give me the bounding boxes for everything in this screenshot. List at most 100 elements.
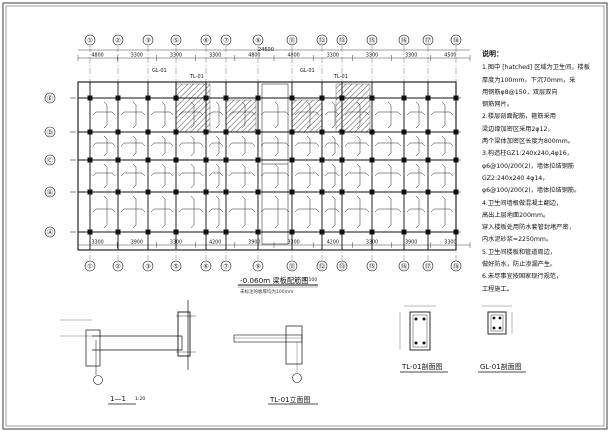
rebar-mark	[241, 101, 246, 129]
column-block	[425, 189, 431, 195]
rebar-mark	[161, 195, 166, 229]
column-block	[319, 95, 325, 101]
section-1-1-title: 1—1	[110, 395, 126, 403]
rebar-mark	[344, 111, 370, 116]
column-block	[453, 95, 459, 101]
grid-bottom-bubble	[316, 260, 328, 272]
column-block	[401, 95, 407, 101]
grid-left-label: Ⓒ	[47, 156, 54, 164]
column-block	[369, 189, 375, 195]
grid-top-label: ①	[87, 36, 93, 44]
column-block	[289, 157, 295, 163]
rebar-mark	[92, 172, 116, 177]
grid-top-label: ②	[115, 36, 121, 44]
rebar-mark	[92, 142, 116, 147]
column-block	[453, 189, 459, 195]
column-block	[87, 129, 93, 135]
rebar-mark	[228, 111, 256, 116]
rebar-mark	[178, 111, 204, 116]
grid-top-bubble	[200, 34, 212, 46]
column-block	[319, 129, 325, 135]
grid-left-bubble	[44, 186, 56, 198]
rebar-mark	[430, 142, 454, 147]
rebar-mark	[178, 208, 204, 213]
rebar-mark	[356, 101, 361, 129]
grid-left-bubble	[44, 154, 56, 166]
rebar-mark	[324, 172, 340, 177]
column-block	[173, 229, 179, 235]
grid-left-label: Ⓑ	[47, 188, 54, 196]
column-block	[203, 129, 209, 135]
column-block	[319, 157, 325, 163]
sheet-inner-border	[5, 5, 605, 427]
rebar-mark	[208, 208, 224, 213]
rebar-mark	[331, 135, 336, 157]
column-block	[145, 157, 151, 163]
notes-line: 厚度为100mm，下沉70mm，采	[482, 76, 576, 84]
grid-top-bubble	[422, 34, 434, 46]
design-notes: 说明： 1.图中 [hatched] 区域为卫生间，楼板厚度为100mm，下沉7…	[482, 48, 606, 296]
dim-bottom-value: 4200	[327, 240, 339, 246]
rebar-mark	[374, 172, 402, 177]
rebar-mark	[260, 208, 290, 213]
rebar-mark	[415, 135, 420, 157]
rebar-mark	[415, 163, 420, 189]
grid-top-bubble	[336, 34, 348, 46]
column-block	[87, 189, 93, 195]
grid-top-label: ⑯	[401, 36, 408, 44]
notes-line: 两个梁体加密区长度为800mm。	[482, 138, 574, 146]
grid-bottom-label: ②	[115, 262, 121, 270]
notes-line: φ6@100/200(2)，墙体拉结钢筋	[482, 162, 574, 170]
plan-title: -0.060m 梁板配筋图	[240, 276, 309, 285]
grid-top-bubble	[112, 34, 124, 46]
notes-line: 钢筋网片。	[482, 101, 513, 109]
rebar-mark	[132, 135, 137, 157]
rebar-mark	[208, 111, 224, 116]
rebar-mark	[190, 163, 195, 189]
dim-top-value: 3300	[366, 53, 378, 59]
rebar-mark	[120, 208, 146, 213]
column-block	[115, 95, 121, 101]
grid-bottom-bubble	[336, 260, 348, 272]
notes-line: 内水泥砂浆=2250mm。	[482, 236, 553, 244]
dim-top-value: 3300	[327, 53, 339, 59]
rebar-mark	[387, 163, 392, 189]
plan-column-blocks	[87, 95, 459, 235]
rebar-mark	[150, 111, 174, 116]
column-block	[173, 95, 179, 101]
rebar-mark	[161, 135, 166, 157]
notes-line: 1.图中 [hatched] 区域为卫生间，楼板	[482, 64, 590, 72]
rebar-mark	[430, 111, 454, 116]
grid-bottom-label: ⑦	[223, 262, 229, 270]
tl01-elevation-title: TL-01立面图	[270, 396, 311, 404]
rebar-mark	[387, 101, 392, 129]
rebar-mark	[103, 195, 108, 229]
dim-bottom-value: 3900	[405, 240, 417, 246]
grid-bottom-label: ⑰	[425, 262, 432, 270]
rebar-mark	[294, 172, 320, 177]
column-block	[453, 157, 459, 163]
rebar-mark	[228, 142, 256, 147]
grid-bottom-label: ⑤	[173, 262, 179, 270]
tl01-elevation-detail	[233, 325, 303, 383]
rebar-mark	[306, 135, 311, 157]
rebar-mark	[178, 142, 204, 147]
column-block	[425, 229, 431, 235]
column-block	[339, 129, 345, 135]
rebar-mark	[294, 111, 320, 116]
grid-bottom-bubble	[142, 260, 154, 272]
column-block	[255, 157, 261, 163]
rebar-mark	[132, 195, 137, 229]
column-block	[115, 189, 121, 195]
rebar-mark	[215, 135, 220, 157]
grid-bottom-label: ⑱	[453, 262, 460, 270]
rebar-mark	[132, 163, 137, 189]
column-block	[369, 129, 375, 135]
grid-top-label: ⑬	[339, 36, 346, 44]
plan-beams	[78, 97, 456, 233]
column-block	[339, 95, 345, 101]
grid-bottom-bubble	[170, 260, 182, 272]
column-block	[87, 95, 93, 101]
